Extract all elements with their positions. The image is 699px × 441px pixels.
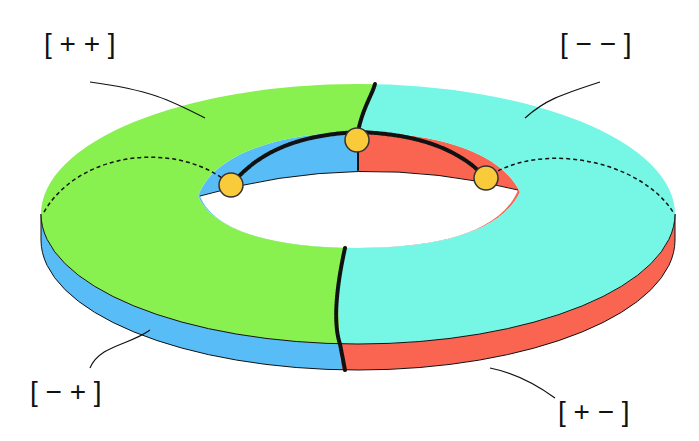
domain-wall	[231, 84, 486, 370]
leader-line	[90, 82, 600, 398]
region-label: [ + + ]	[44, 30, 116, 58]
region-label: [ + − ]	[558, 398, 630, 426]
junction-point	[219, 128, 498, 197]
torus-top	[41, 84, 675, 344]
hidden-circle	[44, 157, 231, 212]
region-label: [ − + ]	[30, 378, 102, 406]
hidden-circle	[486, 158, 673, 212]
region-label: [ − − ]	[560, 30, 632, 58]
